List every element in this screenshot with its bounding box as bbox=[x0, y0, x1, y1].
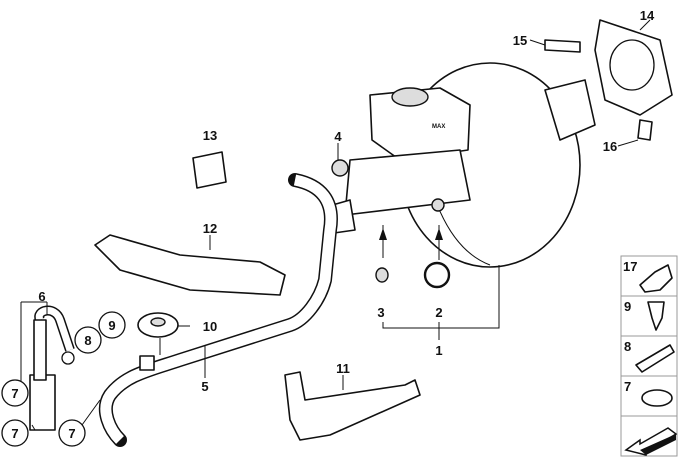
bracket-11 bbox=[284, 371, 421, 441]
callout-13: 13 bbox=[203, 128, 217, 143]
legend-item-9: 9 bbox=[624, 299, 631, 314]
callout-2: 2 bbox=[435, 305, 442, 320]
holder bbox=[192, 151, 227, 189]
callout-9: 9 bbox=[108, 318, 115, 333]
callout-11: 11 bbox=[336, 361, 350, 376]
callout-8: 8 bbox=[84, 333, 91, 348]
callout-14: 14 bbox=[640, 8, 655, 23]
heat-shield-bracket bbox=[94, 234, 286, 296]
seal-ring-2 bbox=[423, 261, 451, 289]
check-valve-pipe bbox=[544, 39, 581, 53]
vacuum-hose bbox=[29, 173, 338, 447]
circled-callouts: 9 8 7 7 7 bbox=[1, 311, 126, 447]
legend-item-17: 17 bbox=[623, 259, 637, 274]
callout-7c: 7 bbox=[68, 426, 75, 441]
legend-item-8: 8 bbox=[624, 339, 631, 354]
callout-5: 5 bbox=[201, 379, 208, 394]
callout-12: 12 bbox=[203, 221, 217, 236]
callout-10: 10 bbox=[203, 319, 217, 334]
callout-15: 15 bbox=[513, 33, 527, 48]
callout-7a: 7 bbox=[11, 386, 18, 401]
reservoir-max-mark: MAX bbox=[432, 124, 445, 130]
callout-16: 16 bbox=[603, 139, 617, 154]
small-parts-legend: 17 9 8 7 bbox=[620, 255, 678, 457]
callout-6: 6 bbox=[38, 289, 45, 304]
callout-1: 1 bbox=[435, 343, 442, 358]
seal-3 bbox=[375, 267, 389, 283]
callout-4: 4 bbox=[334, 129, 342, 144]
legend-item-7: 7 bbox=[624, 379, 631, 394]
callout-3: 3 bbox=[377, 305, 384, 320]
leader-lines bbox=[20, 19, 651, 431]
callout-7b: 7 bbox=[11, 426, 18, 441]
